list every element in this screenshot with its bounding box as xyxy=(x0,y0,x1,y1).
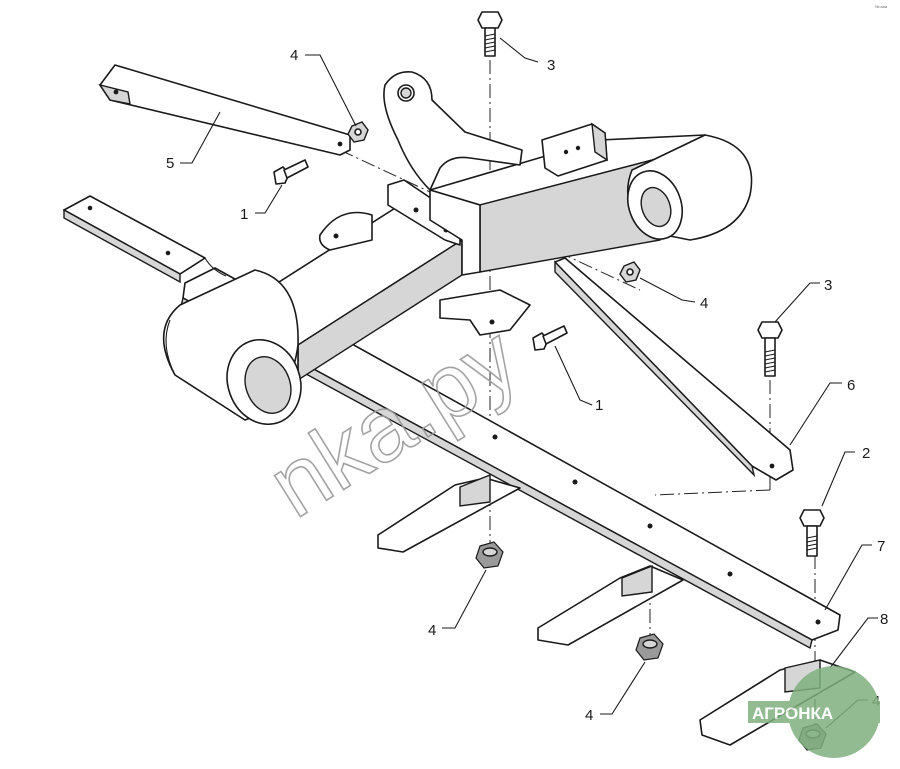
callout-3-right: 3 xyxy=(824,277,832,294)
callout-7: 7 xyxy=(877,538,885,555)
callout-8: 8 xyxy=(880,611,888,628)
nut-mid xyxy=(619,261,641,283)
blade-middle xyxy=(537,564,684,646)
beam-tab xyxy=(318,211,373,251)
bolt-2 xyxy=(799,509,825,557)
strap-5 xyxy=(98,64,351,156)
callout-3-top: 3 xyxy=(547,57,555,74)
callout-4-bot1: 4 xyxy=(428,622,436,639)
logo-text: АГРОНКА xyxy=(752,704,833,723)
callout-2: 2 xyxy=(862,445,870,462)
bolt-1-mid xyxy=(532,325,568,351)
corner-mark: № ааа xyxy=(875,4,888,9)
callout-5: 5 xyxy=(166,155,174,172)
callout-6: 6 xyxy=(847,377,855,394)
diagonal-brace-6 xyxy=(554,257,794,481)
bolt-3-right xyxy=(757,321,783,377)
lifting-arm xyxy=(383,70,523,191)
blade-left xyxy=(377,473,521,553)
clevis-bracket xyxy=(541,122,608,177)
bolt-3-top xyxy=(477,11,503,57)
agronka-logo: АГРОНКА xyxy=(748,666,880,758)
nut-top xyxy=(347,121,369,143)
callout-4-top: 4 xyxy=(290,47,298,64)
left-bushing xyxy=(162,269,302,426)
long-flat-bar-7 xyxy=(180,267,841,650)
callout-4-mid: 4 xyxy=(700,295,708,312)
callout-1-mid: 1 xyxy=(595,397,603,414)
callout-1-top: 1 xyxy=(240,206,248,223)
bolt-1-top xyxy=(273,159,309,185)
right-bushing xyxy=(626,134,753,241)
callout-4-bot2: 4 xyxy=(585,707,593,724)
nut-bot2 xyxy=(635,633,664,661)
nut-bot1 xyxy=(475,541,504,569)
rear-box-arm xyxy=(429,134,706,276)
left-support-plate xyxy=(63,195,227,284)
logo-band xyxy=(748,701,880,723)
lower-bracket xyxy=(439,289,531,336)
